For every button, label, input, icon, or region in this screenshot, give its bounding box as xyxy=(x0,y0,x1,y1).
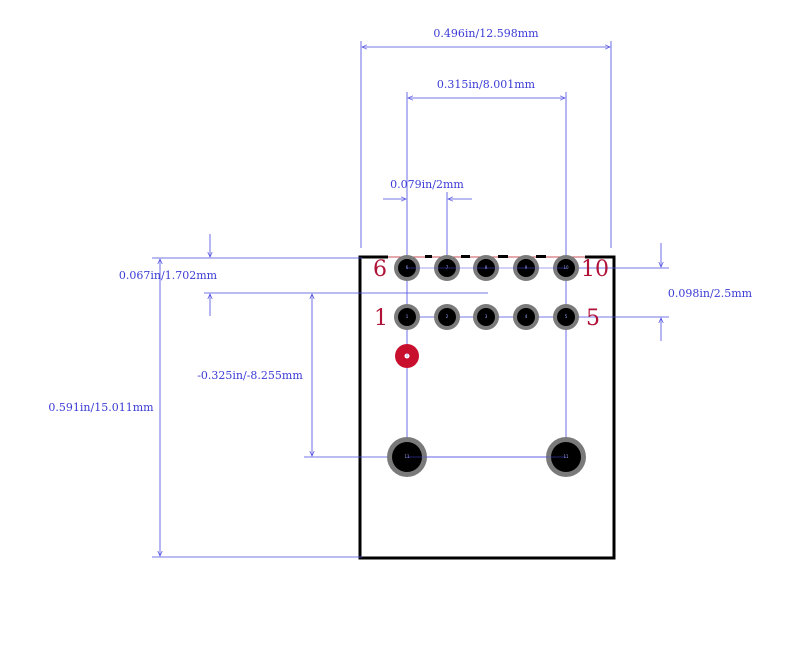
dim-pitch-label: 0.079in/2mm xyxy=(390,178,464,191)
pad-bottom-row: 1 2 3 4 5 xyxy=(394,304,579,330)
svg-text:1: 1 xyxy=(406,314,409,319)
svg-text:9: 9 xyxy=(525,265,528,270)
pin1-marker-pad: 0 xyxy=(395,344,419,368)
svg-text:11: 11 xyxy=(404,454,410,459)
dashed-top-edge xyxy=(425,255,546,258)
dim-overall-height-label: 0.591in/15.011mm xyxy=(48,401,154,414)
pin-label-10: 10 xyxy=(581,257,609,282)
dim-top-offset-label: 0.067in/1.702mm xyxy=(119,269,218,282)
pin-label-6: 6 xyxy=(373,257,387,282)
pad: 4 xyxy=(513,304,539,330)
pad: 3 xyxy=(473,304,499,330)
svg-text:2: 2 xyxy=(446,314,449,319)
pad: 2 xyxy=(434,304,460,330)
dim-mount-offset-label: -0.325in/-8.255mm xyxy=(197,369,303,382)
dimension-lines xyxy=(152,41,669,558)
component-body xyxy=(358,255,616,560)
svg-text:11: 11 xyxy=(563,454,569,459)
svg-text:8: 8 xyxy=(485,265,488,270)
svg-text:7: 7 xyxy=(446,265,449,270)
dim-row-spacing-label: 0.098in/2.5mm xyxy=(668,287,753,300)
pad: 5 xyxy=(553,304,579,330)
silk-outline xyxy=(360,256,614,558)
pad-reference-lines xyxy=(407,267,566,458)
svg-text:0: 0 xyxy=(406,353,409,358)
dim-row-span-label: 0.315in/8.001mm xyxy=(437,78,536,91)
pad: 1 xyxy=(394,304,420,330)
svg-text:5: 5 xyxy=(565,314,568,319)
svg-text:4: 4 xyxy=(525,314,528,319)
svg-text:10: 10 xyxy=(563,265,569,270)
dim-overall-width-label: 0.496in/12.598mm xyxy=(433,27,539,40)
svg-text:6: 6 xyxy=(406,265,409,270)
courtyard-outline xyxy=(358,255,616,560)
pin-label-5: 5 xyxy=(586,306,600,331)
svg-text:3: 3 xyxy=(485,314,488,319)
pin-label-1: 1 xyxy=(374,306,388,331)
